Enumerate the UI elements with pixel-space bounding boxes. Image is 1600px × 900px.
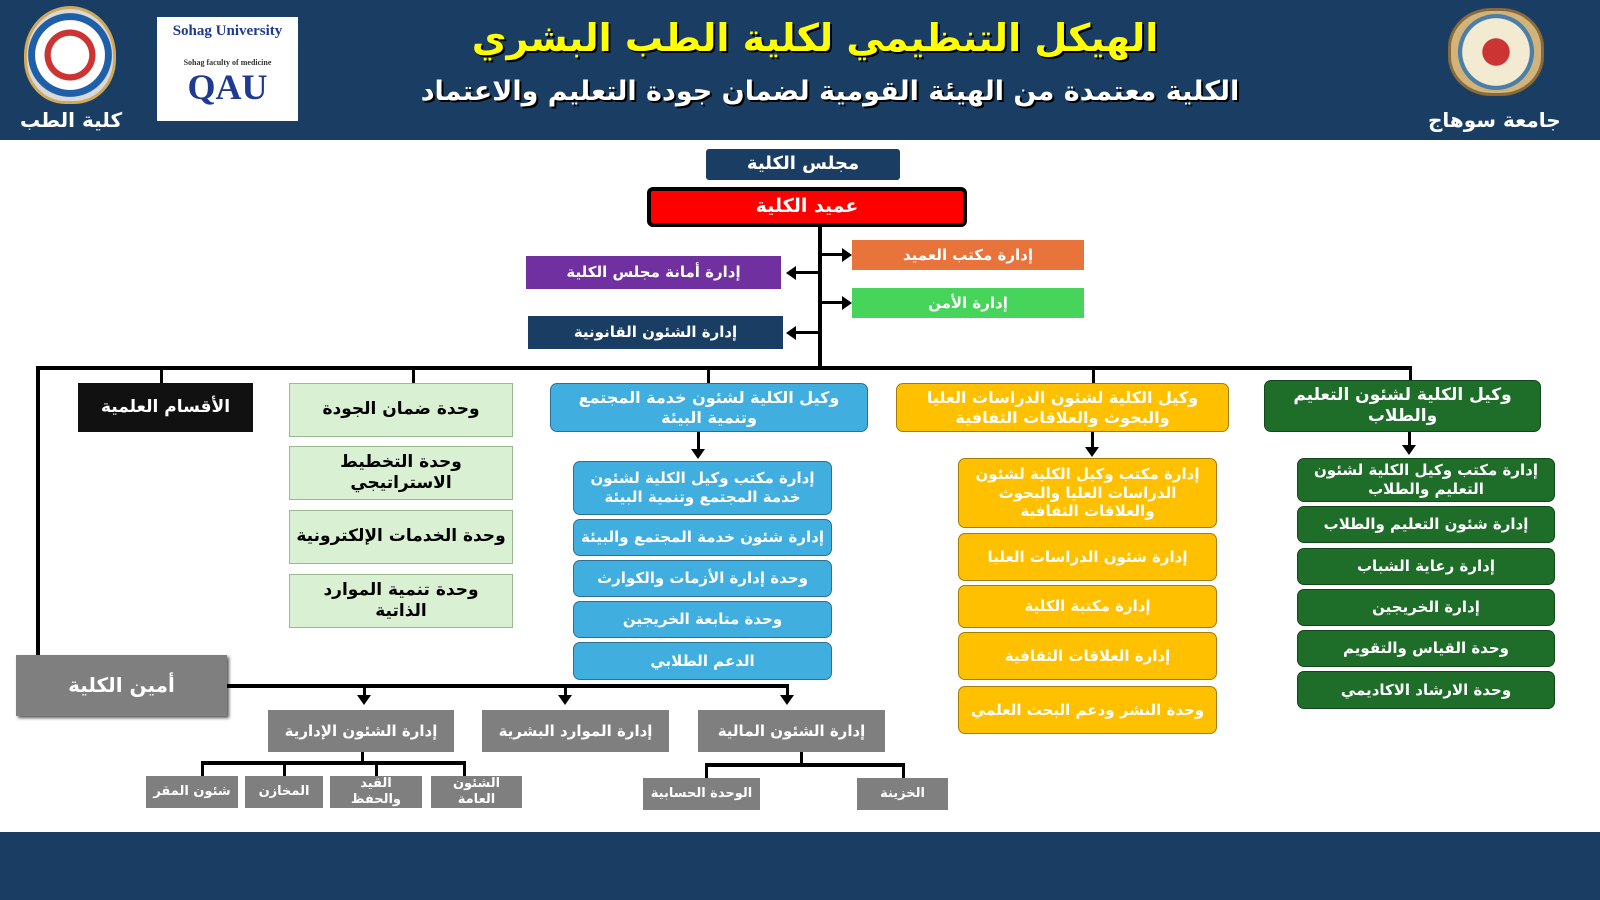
footer-bar (0, 832, 1600, 900)
dean-box[interactable]: عميد الكلية (647, 187, 967, 227)
security-box[interactable]: إدارة الأمن (852, 288, 1084, 318)
legal-affairs-box[interactable]: إدارة الشئون القانونية (528, 316, 783, 349)
education-item[interactable]: وحدة القياس والتقويم (1297, 630, 1555, 667)
connector-line (36, 366, 40, 656)
finance-sub-box[interactable]: الخزينة (857, 778, 948, 810)
connector-line (1091, 432, 1094, 448)
connector-line (786, 686, 789, 696)
connector-line (707, 366, 710, 383)
community-vice-dean-box[interactable]: وكيل الكلية لشئون خدمة المجتمع وتنمية ال… (550, 383, 868, 432)
connector-line (1409, 366, 1412, 381)
connector-line (697, 432, 700, 450)
page-title: الهيكل التنظيمي لكلية الطب البشري (471, 16, 1159, 60)
connector-line (201, 761, 466, 765)
connector-line (227, 684, 789, 688)
arrow-down-icon (357, 695, 371, 705)
finance-sub-box[interactable]: الوحدة الحسابية (643, 778, 760, 810)
connector-line (564, 686, 567, 696)
education-item[interactable]: إدارة مكتب وكيل الكلية لشئون التعليم وال… (1297, 458, 1555, 502)
academic-departments-box[interactable]: الأقسام العلمية (78, 383, 253, 432)
connector-line (283, 761, 286, 776)
connector-line (820, 301, 844, 304)
page-subtitle: الكلية معتمدة من الهيئة القومية لضمان جو… (420, 76, 1240, 107)
connector-line (902, 763, 905, 778)
connector-line (361, 752, 364, 762)
education-vice-dean-box[interactable]: وكيل الكلية لشئون التعليم والطلاب (1264, 380, 1541, 432)
dean-office-box[interactable]: إدارة مكتب العميد (852, 240, 1084, 270)
main-bus-line (36, 366, 1412, 370)
arrow-down-icon (691, 449, 705, 459)
graduate-item[interactable]: وحدة النشر ودعم البحث العلمي (958, 686, 1217, 734)
unit-box[interactable]: وحدة تنمية الموارد الذاتية (289, 574, 513, 628)
graduate-item[interactable]: إدارة شئون الدراسات العليا (958, 533, 1217, 581)
connector-line (796, 271, 820, 274)
faculty-logo (24, 6, 116, 104)
arrow-down-icon (1402, 445, 1416, 455)
qau-logo: Sohag University Sohag faculty of medici… (157, 17, 298, 121)
connector-line (363, 686, 366, 696)
community-item[interactable]: إدارة مكتب وكيل الكلية لشئون خدمة المجتم… (573, 461, 832, 515)
arrow-down-icon (558, 695, 572, 705)
connector-line (796, 331, 820, 334)
admin-affairs-box[interactable]: إدارة الشئون الإدارية (268, 710, 454, 752)
connector-line (820, 253, 844, 256)
unit-box[interactable]: وحدة الخدمات الإلكترونية (289, 510, 513, 564)
arrow-down-icon (1085, 447, 1099, 457)
education-item[interactable]: إدارة رعاية الشباب (1297, 548, 1555, 585)
connector-line (800, 752, 803, 764)
connector-line (705, 763, 708, 778)
admin-sub-box[interactable]: شئون المقر (146, 776, 238, 808)
arrow-right-icon (842, 248, 852, 262)
finance-box[interactable]: إدارة الشئون المالية (698, 710, 885, 752)
council-secretariat-box[interactable]: إدارة أمانة مجلس الكلية (526, 256, 781, 289)
faculty-council-box[interactable]: مجلس الكلية (706, 149, 900, 180)
unit-box[interactable]: وحدة ضمان الجودة (289, 383, 513, 437)
graduate-item[interactable]: إدارة مكتب وكيل الكلية لشئون الدراسات ال… (958, 458, 1217, 528)
connector-line (1092, 366, 1095, 383)
connector-line (705, 763, 905, 767)
arrow-left-icon (786, 266, 796, 280)
community-item[interactable]: وحدة إدارة الأزمات والكوارث (573, 560, 832, 597)
arrow-down-icon (780, 695, 794, 705)
admin-sub-box[interactable]: القيد والحفظ (330, 776, 422, 808)
education-item[interactable]: إدارة الخريجين (1297, 589, 1555, 626)
faculty-label: كلية الطب (20, 108, 123, 132)
qau-logo-top: Sohag University (172, 23, 283, 39)
connector-line (160, 366, 163, 383)
education-item[interactable]: إدارة شئون التعليم والطلاب (1297, 506, 1555, 543)
arrow-right-icon (842, 296, 852, 310)
university-logo (1448, 8, 1544, 96)
education-item[interactable]: وحدة الارشاد الاكاديمي (1297, 671, 1555, 709)
community-item[interactable]: وحدة متابعة الخريجين (573, 601, 832, 638)
faculty-secretary-box[interactable]: أمين الكلية (16, 655, 227, 716)
graduate-item[interactable]: إدارة مكتبة الكلية (958, 585, 1217, 628)
graduate-item[interactable]: إدارة العلاقات الثقافية (958, 632, 1217, 680)
university-label: جامعة سوهاج (1428, 108, 1561, 132)
community-item[interactable]: الدعم الطلابي (573, 642, 832, 680)
hr-box[interactable]: إدارة الموارد البشرية (482, 710, 669, 752)
connector-line (201, 761, 204, 776)
unit-box[interactable]: وحدة التخطيط الاستراتيجي (289, 446, 513, 500)
connector-line (818, 226, 822, 369)
graduate-vice-dean-box[interactable]: وكيل الكلية لشئون الدراسات العليا والبحو… (896, 383, 1229, 432)
qau-logo-bottom: QAU (187, 67, 268, 107)
connector-line (1408, 432, 1411, 446)
qau-logo-middle: Sohag faculty of medicine (183, 58, 272, 67)
connector-line (375, 761, 378, 776)
arrow-left-icon (786, 326, 796, 340)
community-item[interactable]: إدارة شئون خدمة المجتمع والبيئة (573, 519, 832, 556)
connector-line (412, 366, 415, 383)
connector-line (463, 761, 466, 776)
admin-sub-box[interactable]: الشئون العامة (431, 776, 522, 808)
admin-sub-box[interactable]: المخازن (245, 776, 323, 808)
